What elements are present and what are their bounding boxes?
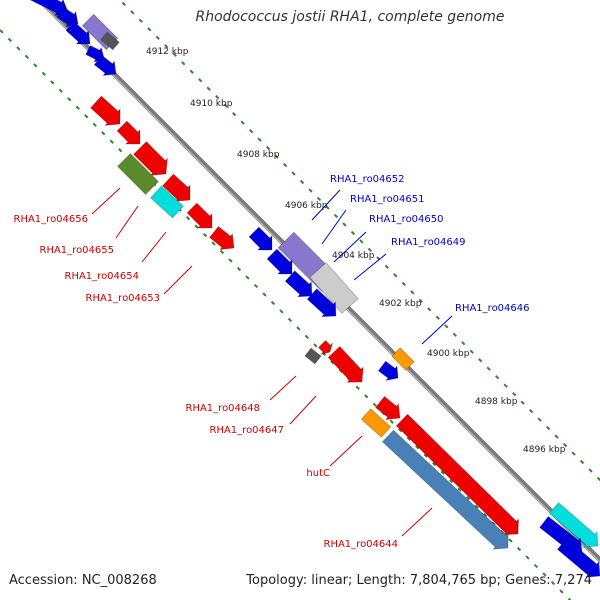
gene-arrow[interactable] [209, 225, 235, 251]
gene-arrow[interactable] [317, 339, 334, 356]
gene-label[interactable]: RHA1_ro04646 [455, 303, 530, 314]
gene-arrow[interactable] [93, 54, 117, 77]
gene-arrow[interactable] [306, 288, 337, 318]
gene-arrow[interactable] [309, 262, 359, 314]
gene-arrow[interactable] [90, 95, 121, 126]
gene-label[interactable]: RHA1_ro04655 [40, 245, 115, 256]
gene-label[interactable]: RHA1_ro04654 [65, 271, 140, 282]
gene-arrow[interactable] [56, 6, 79, 28]
gene-arrow[interactable] [133, 141, 168, 176]
gene-arrow[interactable] [116, 120, 141, 145]
gene-features [29, 0, 600, 578]
gene-label[interactable]: hutC [306, 468, 330, 479]
gene-arrow[interactable] [548, 502, 599, 548]
callout-line [401, 507, 433, 537]
gene-arrow[interactable] [117, 153, 159, 195]
gene-arrow[interactable] [391, 347, 415, 371]
callout-line [115, 205, 139, 239]
gene-arrow[interactable] [327, 345, 364, 383]
scale-label: 4902 kbp [379, 299, 422, 309]
gene-label[interactable]: RHA1_ro04653 [86, 293, 161, 304]
callout-line [91, 187, 121, 215]
gene-label[interactable]: RHA1_ro04647 [210, 425, 285, 436]
gene-label[interactable]: RHA1_ro04650 [369, 214, 444, 225]
gene-arrow[interactable] [381, 429, 509, 550]
gene-arrow[interactable] [248, 226, 273, 251]
gene-callouts: RHA1_ro04652RHA1_ro04651RHA1_ro04650RHA1… [14, 174, 530, 550]
gene-arrow[interactable] [304, 347, 322, 365]
gene-arrow[interactable] [162, 173, 191, 202]
gene-label[interactable]: RHA1_ro04652 [330, 174, 405, 185]
scale-label: 4910 kbp [190, 99, 233, 109]
gene-arrow[interactable] [395, 413, 520, 536]
genome-summary-text: Topology: linear; Length: 7,804,765 bp; … [246, 573, 592, 588]
scale-label: 4906 kbp [285, 201, 328, 211]
gene-arrow[interactable] [100, 31, 120, 51]
callout-line [289, 395, 317, 425]
callout-line [321, 209, 347, 245]
gene-arrow[interactable] [375, 395, 401, 421]
scale-label: 4898 kbp [475, 397, 518, 407]
callout-line [163, 265, 193, 295]
gene-arrow[interactable] [29, 0, 69, 17]
callout-line [333, 231, 367, 263]
callout-line [311, 189, 341, 221]
gene-label[interactable]: RHA1_ro04656 [14, 214, 89, 225]
scale-label: 4904 kbp [332, 251, 375, 261]
gene-arrow[interactable] [556, 538, 600, 578]
accession-text: Accession: NC_008268 [9, 573, 157, 588]
gene-arrow[interactable] [360, 408, 392, 438]
callout-line [421, 315, 453, 345]
scale-label: 4896 kbp [523, 445, 566, 455]
gene-arrow[interactable] [65, 20, 91, 45]
scale-label: 4900 kbp [427, 349, 470, 359]
callout-line [269, 375, 297, 401]
gene-arrow[interactable] [266, 248, 293, 275]
gene-label[interactable]: RHA1_ro04651 [350, 194, 425, 205]
gene-label[interactable]: RHA1_ro04648 [186, 403, 261, 414]
scale-labels: 4912 kbp 4910 kbp 4908 kbp 4906 kbp 4904 kbp… [146, 47, 566, 455]
genome-title: Rhodococcus jostii RHA1, complete genome [195, 9, 505, 25]
scale-label: 4912 kbp [146, 47, 189, 57]
callout-line [141, 231, 167, 263]
callout-line [353, 253, 387, 281]
gene-arrow[interactable] [377, 360, 399, 382]
gene-arrow[interactable] [186, 202, 213, 229]
gene-arrow[interactable] [150, 185, 184, 219]
gene-arrow[interactable] [85, 44, 105, 63]
gene-arrow[interactable] [284, 270, 313, 298]
callout-line [329, 435, 363, 467]
gene-label[interactable]: RHA1_ro04644 [324, 539, 399, 550]
scale-label: 4908 kbp [237, 150, 280, 160]
gene-label[interactable]: RHA1_ro04649 [391, 237, 466, 248]
